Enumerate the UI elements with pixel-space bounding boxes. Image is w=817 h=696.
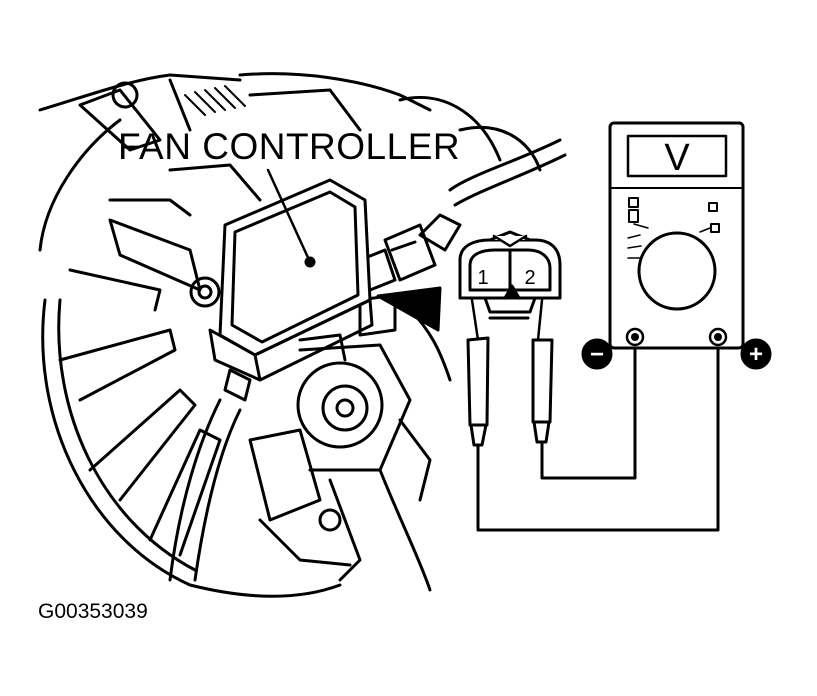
meter-display-unit: V — [664, 137, 690, 179]
meter-switch — [708, 202, 718, 212]
meter-display — [626, 134, 728, 178]
callout-leader-line — [266, 168, 312, 264]
meter-switch — [628, 197, 639, 208]
meter-switch — [628, 209, 639, 223]
meter-jack-negative — [625, 327, 645, 347]
plus-symbol: + — [740, 338, 772, 370]
pin-1-label: 1 — [477, 267, 488, 289]
connector-terminal-view: 1 2 — [458, 230, 562, 320]
minus-symbol: − — [581, 338, 613, 370]
probe-right — [531, 298, 554, 444]
meter-jack-positive — [708, 327, 728, 347]
minus-label: − — [590, 341, 604, 368]
fan-controller-label: FAN CONTROLLER — [118, 126, 461, 167]
fan-controller-unit — [208, 178, 374, 402]
plus-label: + — [749, 341, 763, 368]
probe-left — [466, 298, 490, 447]
meter-scale-ticks — [627, 223, 711, 259]
meter-dial — [637, 231, 717, 311]
meter-switch — [710, 223, 720, 233]
pin-2-label: 2 — [524, 267, 535, 289]
test-leads — [476, 336, 720, 532]
pointer-arrow — [376, 286, 442, 332]
figure-id: G00353039 — [38, 600, 148, 623]
multimeter: V — [608, 121, 745, 350]
engine-bay-linework — [38, 72, 567, 598]
